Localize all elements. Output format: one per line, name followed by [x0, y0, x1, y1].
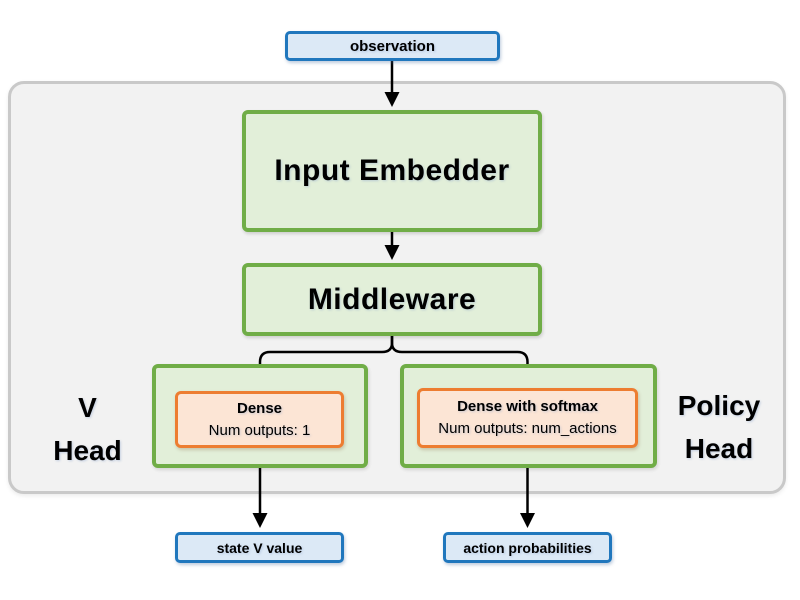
policy-head-label: Policy Head — [660, 384, 778, 471]
v-head-dense-subtitle: Num outputs: 1 — [208, 421, 311, 439]
state-v-value-label: state V value — [216, 539, 303, 556]
v-head-label: V Head — [40, 386, 135, 473]
middleware-node: Middleware — [242, 263, 542, 336]
policy-head-dense-subtitle: Num outputs: num_actions — [438, 420, 617, 437]
input-embedder-node: Input Embedder — [242, 110, 542, 232]
state-v-value-node: state V value — [175, 532, 344, 563]
observation-node: observation — [285, 31, 500, 61]
action-probabilities-label: action probabilities — [463, 539, 592, 556]
action-probabilities-node: action probabilities — [443, 532, 612, 563]
v-head-label-line2: Head — [53, 435, 122, 467]
middleware-label: Middleware — [307, 282, 477, 316]
policy-head-dense-node: Dense with softmax Num outputs: num_acti… — [417, 388, 638, 448]
input-embedder-label: Input Embedder — [274, 154, 510, 187]
v-head-dense-node: Dense Num outputs: 1 — [175, 391, 344, 448]
observation-label: observation — [349, 37, 436, 55]
v-head-label-line1: V — [78, 392, 97, 423]
v-head-dense-title: Dense — [236, 399, 283, 417]
policy-head-label-line1: Policy — [677, 390, 761, 421]
policy-head-label-line2: Head — [684, 433, 754, 465]
policy-head-dense-title: Dense with softmax — [457, 398, 598, 416]
